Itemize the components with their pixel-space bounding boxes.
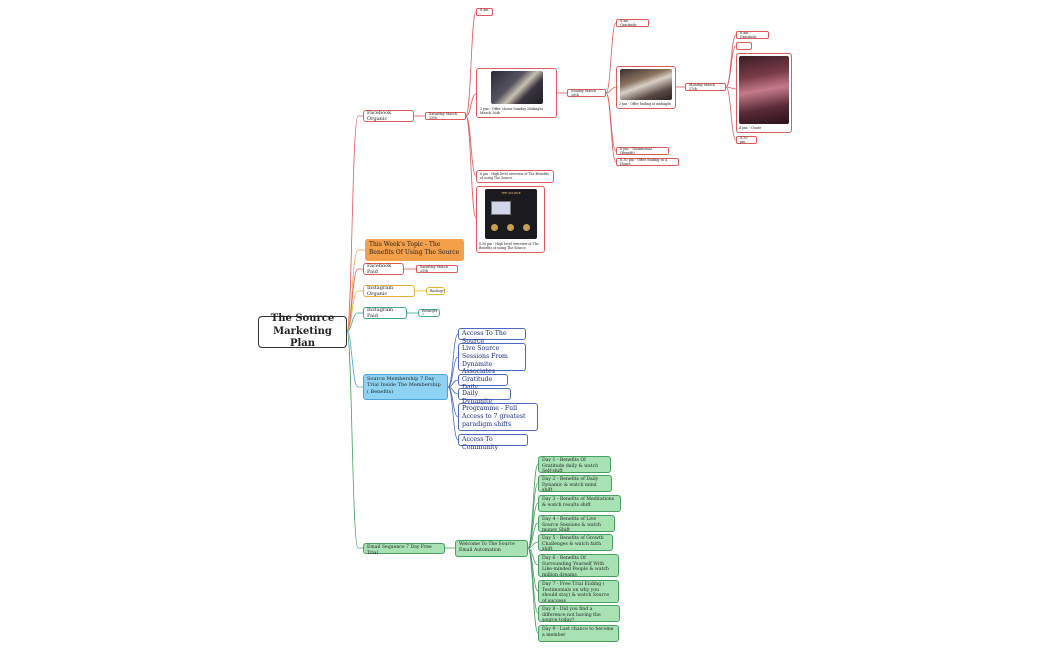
benefit-daily-dynamite[interactable]: Daily Dynamite: [458, 388, 511, 405]
instagram-paid-node[interactable]: Instagram Paid: [363, 307, 407, 319]
email-day-1[interactable]: Day 1 - Benefits Of Gratitude daily & wa…: [538, 456, 611, 474]
speaker-photo: [620, 69, 672, 100]
instagram-paid-retarget-node[interactable]: Retarget ?: [418, 309, 440, 317]
sat-6pm-node[interactable]: 6 pm - High level overview of The Benefi…: [476, 170, 554, 183]
benefit-access-source[interactable]: Access To The Source: [458, 328, 526, 345]
facebook-paid-date-node[interactable]: Saturday March 25th: [416, 265, 458, 273]
badge-graphic-3: [523, 224, 530, 231]
email-day-3[interactable]: Day 3 - Benefits of Meditations & watch …: [538, 495, 621, 512]
monitor-graphic: [491, 201, 511, 215]
mon-8am-node[interactable]: 8 am - Gratitude: [736, 31, 769, 39]
email-day-5[interactable]: Day 5 - Benefits of Growth Challenges & …: [538, 534, 613, 552]
sat-830-label: 8.30 pm - High level overview of The Ben…: [479, 242, 539, 250]
link-root-membership: [346, 330, 363, 388]
sat-830-node[interactable]: THE SOURCE 8.30 pm - High level overview…: [476, 186, 545, 253]
mon-830-node[interactable]: 8.30 pm -: [736, 136, 757, 144]
email-day-9[interactable]: Day 9 - Last chance to become a member: [538, 625, 619, 642]
source-promo-image: THE SOURCE: [485, 189, 537, 239]
benefit-gratitude-daily[interactable]: Gratitude Daily: [458, 374, 508, 391]
sat-8am-node[interactable]: 8 am -: [476, 8, 493, 16]
mon-blank-node[interactable]: [736, 42, 752, 50]
membership-node[interactable]: Source Membership 7 Day Trial Inside The…: [363, 374, 448, 400]
link-root-facebook-organic: [346, 115, 363, 332]
mon-4pm-node[interactable]: 4 pm - Quote: [736, 53, 792, 133]
email-day-2[interactable]: Day 2 - Benefits of Daily Dynamic & watc…: [538, 475, 612, 493]
email-sequence-node[interactable]: Email Sequence 7 Day Free Trial: [363, 543, 445, 556]
monday-node[interactable]: Monday March 27th: [685, 83, 726, 91]
event-photo: [739, 56, 789, 124]
email-day-4[interactable]: Day 4 - Benefits of Live Source Sessions…: [538, 515, 615, 533]
mon-4pm-label: 4 pm - Quote: [739, 126, 762, 130]
sat-2pm-label: 2 pm - Offer closes Sunday Midnight Marc…: [480, 107, 543, 116]
email-day-7[interactable]: Day 7 - Free Trial Ending ( Testimonials…: [538, 580, 619, 604]
link-root-instagram-organic: [346, 290, 363, 332]
sun-830-node[interactable]: 8.30 pm - Offer Ending in 4 Hours: [616, 158, 679, 166]
sun-8am-node[interactable]: 8 am - Gratitude: [616, 19, 649, 27]
link-root-email: [346, 330, 363, 549]
sun-6pm-node[interactable]: 6 pm - Testimonial (Benefit): [616, 147, 669, 155]
benefit-live-sessions[interactable]: Live Source Sessions From Dynamite Assoc…: [458, 343, 526, 375]
root-node[interactable]: The Source Marketing Plan: [258, 313, 347, 349]
sunday-node[interactable]: Sunday March 26th: [567, 89, 606, 97]
instagram-organic-node[interactable]: Instagram Organic: [363, 285, 415, 297]
benefit-community[interactable]: Access To Community: [458, 434, 528, 451]
topic-node[interactable]: This Week's Topic - The Benefits Of Usin…: [365, 239, 464, 261]
sun-2pm-label: 2 pm - Offer Ending at midnight: [619, 102, 671, 106]
promo-image-title: THE SOURCE: [501, 191, 521, 195]
facebook-paid-node[interactable]: Facebook Paid: [363, 263, 404, 275]
link-root-instagram-paid: [346, 312, 363, 332]
email-day-8[interactable]: Day 8 - Did you find a difference not ha…: [538, 605, 620, 623]
saturday-node[interactable]: Saturday March 25th: [425, 112, 466, 120]
presentation-photo: [491, 71, 543, 104]
facebook-organic-node[interactable]: Facebook Organic: [363, 110, 414, 122]
sat-2pm-node[interactable]: 2 pm - Offer closes Sunday Midnight Marc…: [476, 68, 557, 118]
benefit-programme[interactable]: Programme - Full Access to 7 greatest pa…: [458, 403, 538, 431]
sun-2pm-node[interactable]: 2 pm - Offer Ending at midnight: [616, 66, 676, 109]
welcome-email-node[interactable]: Welcome To The Source Email Automation: [455, 540, 528, 557]
instagram-organic-backup-node[interactable]: Backup?: [426, 287, 445, 295]
email-day-6[interactable]: Day 6 - Benefits Of Surrounding Yourself…: [538, 554, 619, 578]
badge-graphic-1: [491, 224, 498, 231]
badge-graphic-2: [507, 224, 514, 231]
